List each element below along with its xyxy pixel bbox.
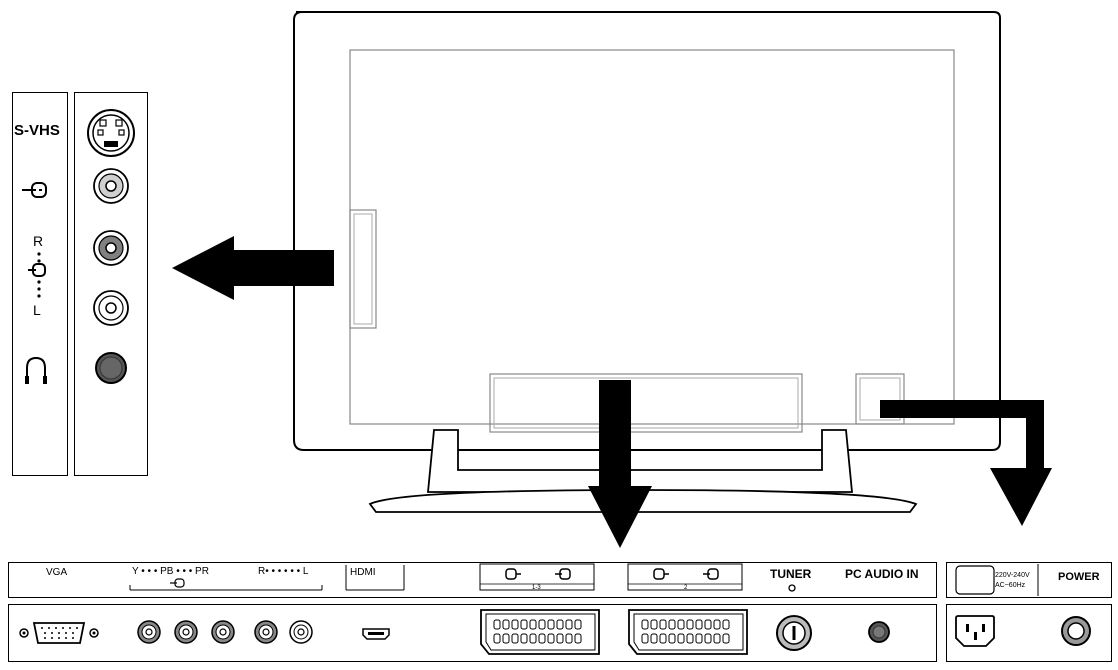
hdmi-port[interactable] [362,627,392,641]
down-arrow-power [880,400,1052,526]
side-label-strip [12,92,68,476]
audio-r-rear-jack[interactable] [254,620,280,646]
tuner-port[interactable] [774,613,814,653]
headphone-icon [25,356,47,384]
power-button[interactable] [1060,615,1094,649]
voltage-label-box [955,564,1039,596]
component-pr-jack[interactable] [211,620,237,646]
component-pb-jack[interactable] [174,620,200,646]
tuner-dot-icon [788,584,796,592]
scart2-sub-label: 2 [684,585,688,591]
vga-label: VGA [46,567,68,578]
voltage-line1: 220V-240V [995,572,1030,579]
down-arrow-bottom [588,380,652,548]
scart1-label-box [479,563,595,591]
rear-label-strip [8,562,937,598]
left-arrow [172,236,334,300]
audio-l-jack[interactable] [93,290,133,330]
audio-r-jack[interactable] [93,230,133,270]
headphone-jack[interactable] [93,350,133,390]
scart1-port[interactable] [479,608,603,658]
pc-audio-jack[interactable] [867,620,893,646]
component-label: Y • • • PB • • • PR [132,566,209,577]
audio-l-label: L [33,302,41,318]
audio-input-icon [28,252,46,298]
component-y-jack[interactable] [137,620,163,646]
hdmi-label: HDMI [350,567,376,578]
scart2-port[interactable] [627,608,751,658]
pc-audio-label: PC AUDIO IN [845,567,919,581]
svhs-label: S-VHS [14,122,60,139]
tuner-label: TUNER [770,567,812,581]
scart2-label-box [627,563,743,591]
av-input-icon [22,182,47,198]
component-label-box [129,585,323,591]
audio-r-label: R [33,233,44,249]
ac-power-inlet[interactable] [954,614,998,650]
hdmi-label-box [345,565,405,591]
video-jack[interactable] [93,168,133,208]
svhs-jack[interactable] [86,108,136,158]
audio-rl-label: R• • • • • • L [258,566,309,577]
component-input-icon [170,578,185,588]
voltage-line2: AC~60Hz [995,582,1026,589]
audio-l-rear-jack[interactable] [289,620,315,646]
power-label: POWER [1058,571,1100,583]
vga-port[interactable] [18,618,99,648]
scart1-sub-label: 1-3 [532,585,541,591]
